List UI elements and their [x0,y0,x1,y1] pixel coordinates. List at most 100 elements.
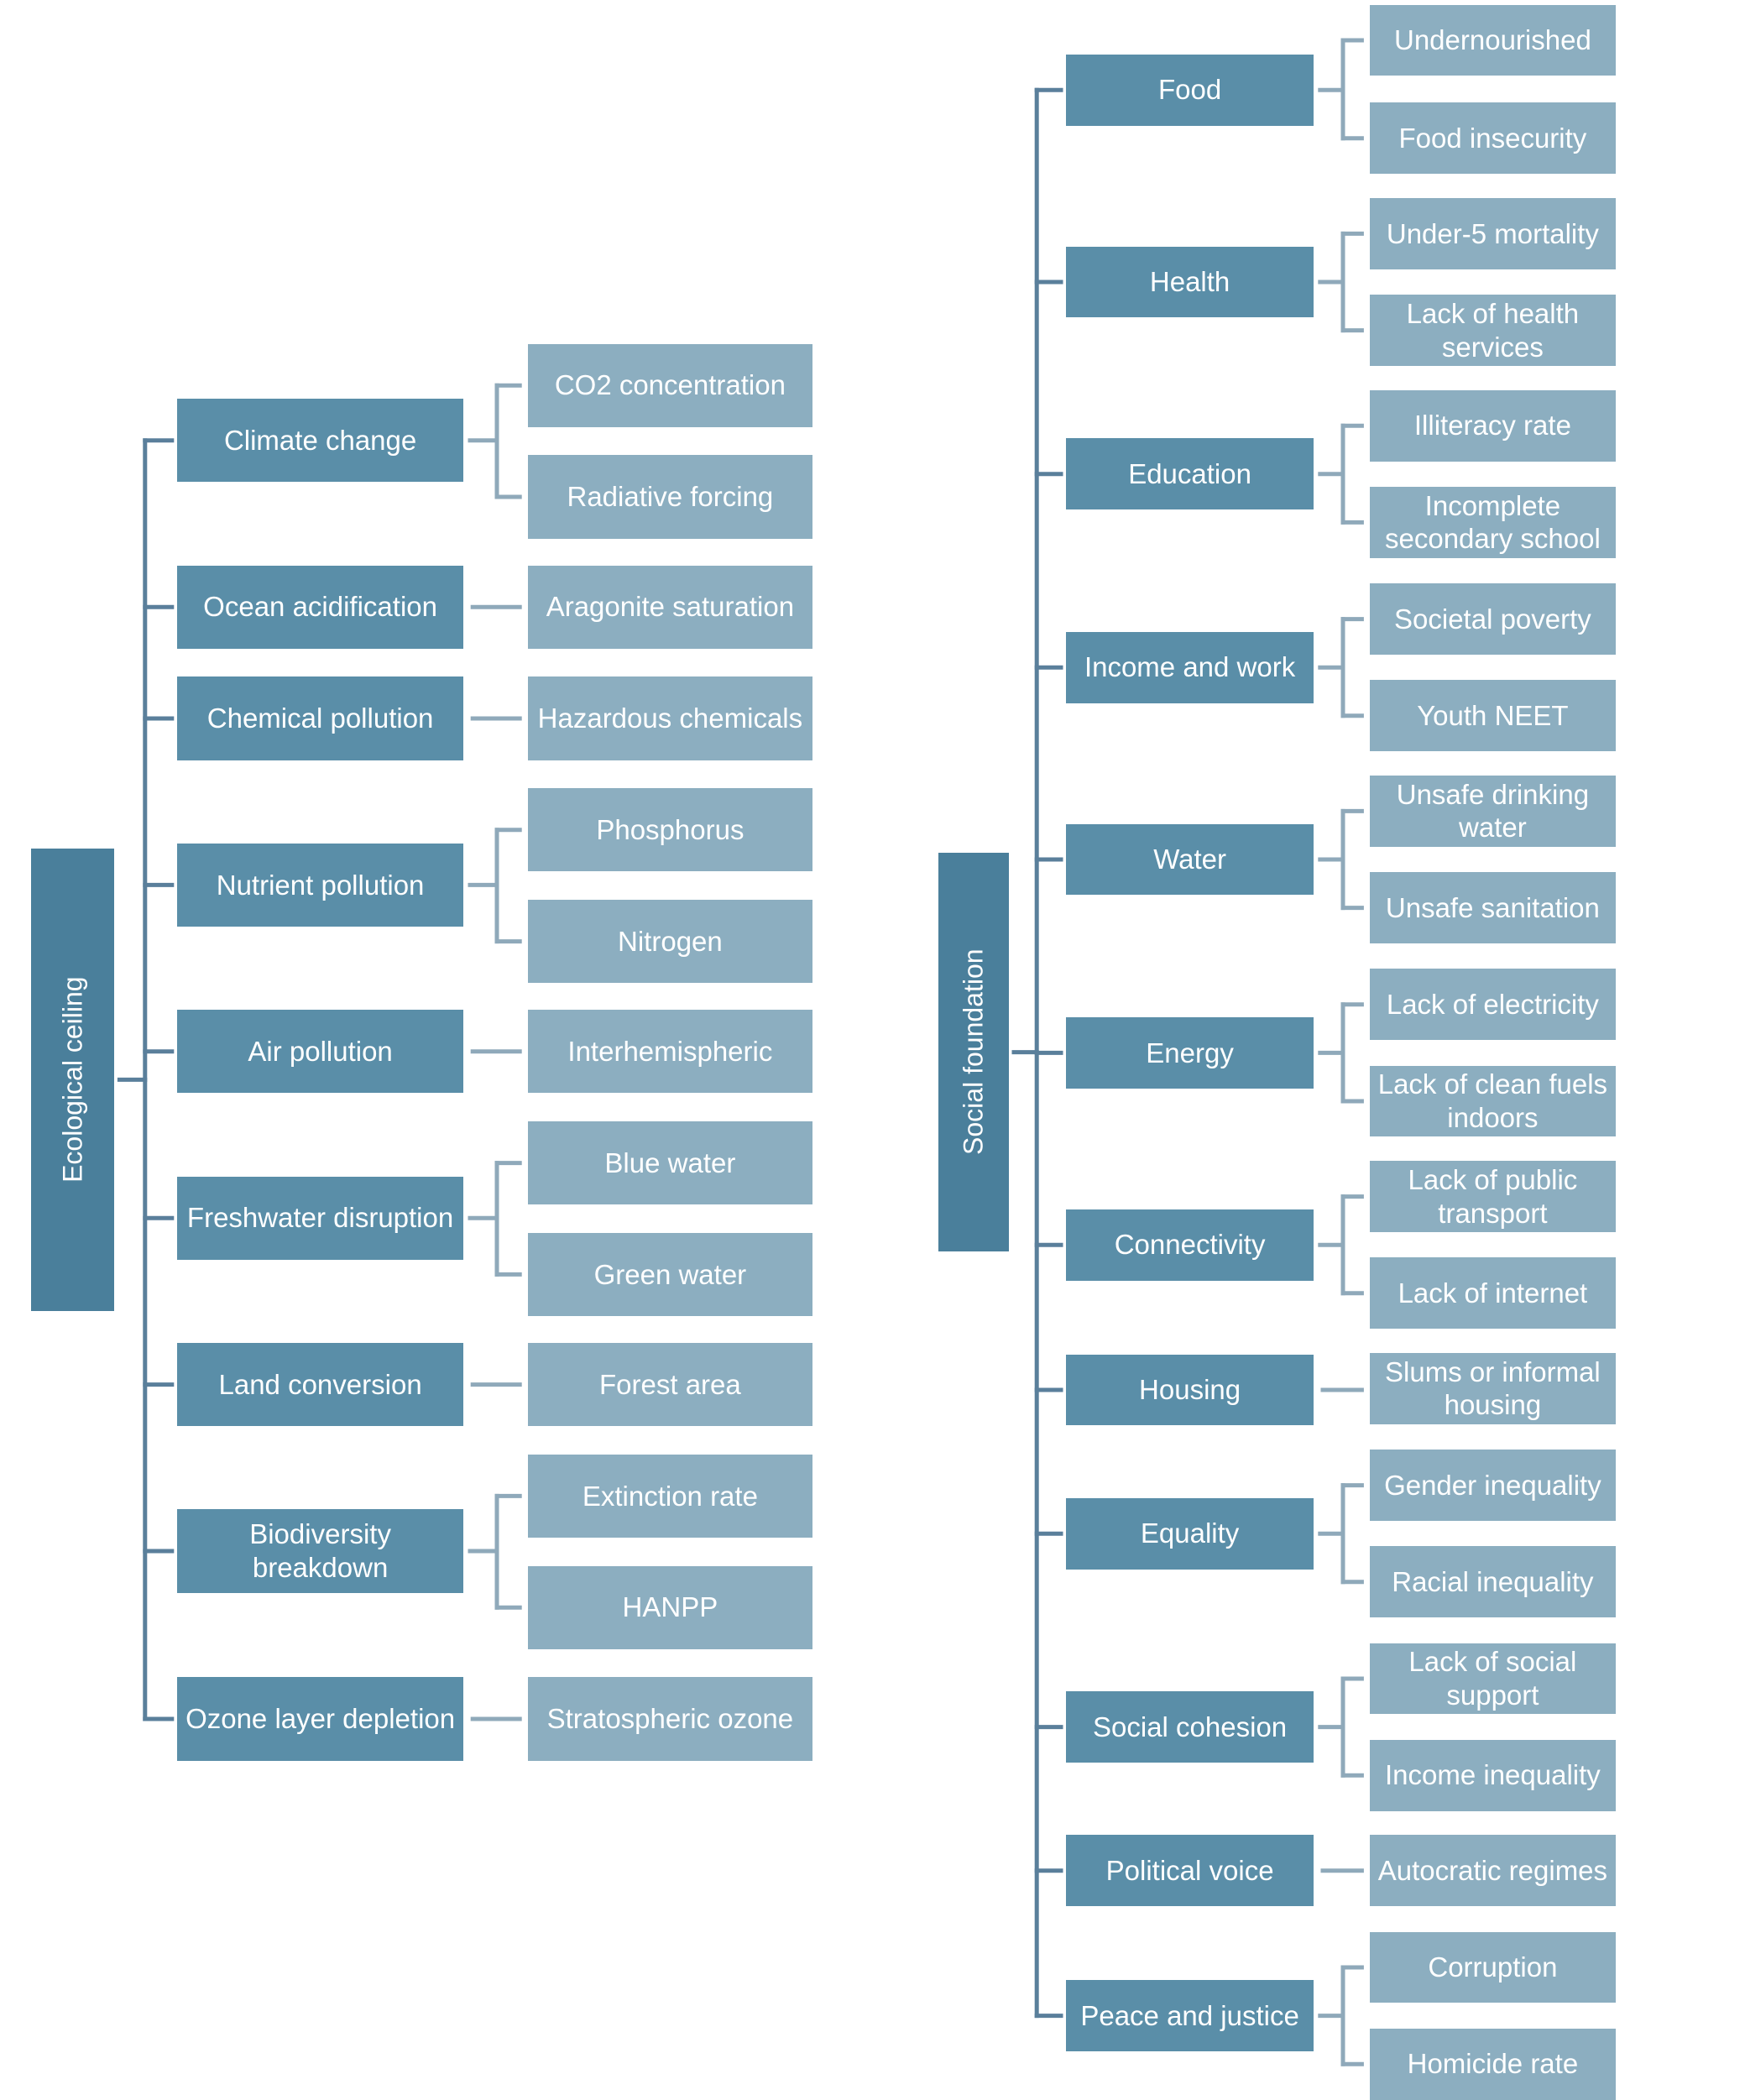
extinction-rate-indicator-box: Extinction rate [527,1454,812,1538]
racial-inequality-indicator-box: Racial inequality [1370,1546,1616,1618]
nitrogen-indicator-box: Nitrogen [527,900,812,984]
undernourished-indicator-box-label: Undernourished [1393,24,1591,56]
lack-of-health-services-indicator-box: Lack of health services [1370,295,1616,366]
connectivity-category-box-label: Connectivity [1114,1229,1266,1261]
ocean-acidification-category-box-label: Ocean acidification [203,591,437,623]
blue-water-indicator-box: Blue water [527,1121,812,1205]
chemical-pollution-category-box-label: Chemical pollution [206,703,434,734]
land-conversion-category-box-label: Land conversion [218,1368,422,1400]
housing-category-box: Housing [1066,1354,1314,1426]
aragonite-saturation-indicator-box: Aragonite saturation [527,565,812,649]
health-category-box-label: Health [1149,266,1230,298]
phosphorus-indicator-box-label: Phosphorus [596,813,744,845]
lack-of-social-support-indicator-box-label: Lack of social support [1408,1646,1577,1711]
income-and-work-category-box-label: Income and work [1084,651,1296,683]
illiteracy-rate-indicator-box-label: Illiteracy rate [1413,410,1571,441]
nitrogen-indicator-box-label: Nitrogen [618,925,723,957]
co2-concentration-indicator-box-label: CO2 concentration [554,369,786,401]
freshwater-disruption-category-box: Freshwater disruption [177,1176,463,1260]
unsafe-drinking-water-indicator-box: Unsafe drinking water [1370,776,1616,847]
incomplete-secondary-school-indicator-box-label: Incomplete secondary school [1384,489,1601,555]
lack-of-social-support-indicator-box: Lack of social support [1370,1643,1616,1715]
gender-inequality-indicator-box: Gender inequality [1370,1450,1616,1521]
radiative-forcing-indicator-box-label: Radiative forcing [567,481,774,513]
interhemispheric-indicator-box-label: Interhemispheric [567,1035,773,1067]
peace-and-justice-category-box: Peace and justice [1066,1980,1314,2051]
phosphorus-indicator-box: Phosphorus [527,788,812,872]
radiative-forcing-indicator-box: Radiative forcing [527,455,812,539]
autocratic-regimes-indicator-box: Autocratic regimes [1370,1835,1616,1907]
social-cohesion-category-box: Social cohesion [1066,1691,1314,1763]
political-voice-category-box-label: Political voice [1105,1854,1274,1886]
income-and-work-category-box: Income and work [1066,631,1314,703]
unsafe-sanitation-indicator-box-label: Unsafe sanitation [1385,891,1600,923]
social-foundation-root-box-label: Social foundation [958,948,989,1156]
hazardous-chemicals-indicator-box-label: Hazardous chemicals [537,703,803,734]
air-pollution-category-box: Air pollution [177,1010,463,1094]
social-foundation-root-box: Social foundation [938,853,1009,1252]
societal-poverty-indicator-box-label: Societal poverty [1394,603,1591,635]
equality-category-box-label: Equality [1140,1518,1240,1549]
slums-or-informal-housing-indicator-box: Slums or informal housing [1370,1353,1616,1424]
unsafe-sanitation-indicator-box: Unsafe sanitation [1370,872,1616,943]
illiteracy-rate-indicator-box: Illiteracy rate [1370,389,1616,462]
lack-of-public-transport-indicator-box-label: Lack of public transport [1408,1163,1578,1229]
energy-category-box-label: Energy [1146,1037,1234,1068]
undernourished-indicator-box: Undernourished [1370,4,1616,76]
ocean-acidification-category-box: Ocean acidification [177,565,463,649]
homicide-rate-indicator-box: Homicide rate [1370,2028,1616,2100]
autocratic-regimes-indicator-box-label: Autocratic regimes [1377,1854,1608,1886]
lack-of-health-services-indicator-box-label: Lack of health services [1406,297,1580,363]
climate-change-category-box: Climate change [177,399,463,483]
youth-neet-indicator-box: Youth NEET [1370,680,1616,752]
freshwater-disruption-category-box-label: Freshwater disruption [186,1202,454,1234]
education-category-box: Education [1066,438,1314,510]
hanpp-indicator-box-label: HANPP [622,1591,718,1623]
energy-category-box: Energy [1066,1017,1314,1089]
water-category-box: Water [1066,823,1314,896]
slums-or-informal-housing-indicator-box-label: Slums or informal housing [1385,1356,1601,1421]
societal-poverty-indicator-box: Societal poverty [1370,583,1616,655]
biodiversity-breakdown-category-box: Biodiversity breakdown [177,1509,463,1593]
lack-of-internet-indicator-box: Lack of internet [1370,1257,1616,1329]
food-category-box: Food [1066,54,1314,126]
hazardous-chemicals-indicator-box: Hazardous chemicals [527,676,812,760]
forest-area-indicator-box: Forest area [527,1343,812,1427]
air-pollution-category-box-label: Air pollution [248,1035,393,1067]
lack-of-electricity-indicator-box-label: Lack of electricity [1386,988,1599,1020]
ozone-layer-depletion-category-box-label: Ozone layer depletion [185,1703,456,1735]
homicide-rate-indicator-box-label: Homicide rate [1407,2048,1579,2080]
hanpp-indicator-box: HANPP [527,1565,812,1649]
youth-neet-indicator-box-label: Youth NEET [1417,699,1569,731]
peace-and-justice-category-box-label: Peace and justice [1080,1999,1299,2031]
corruption-indicator-box: Corruption [1370,1931,1616,2003]
biodiversity-breakdown-category-box-label: Biodiversity breakdown [249,1518,391,1583]
food-category-box-label: Food [1157,74,1222,106]
social-cohesion-category-box-label: Social cohesion [1093,1711,1288,1742]
housing-category-box-label: Housing [1139,1374,1241,1406]
stratospheric-ozone-indicator-box-label: Stratospheric ozone [546,1703,794,1735]
green-water-indicator-box-label: Green water [593,1258,747,1290]
ecological-ceiling-root-box: Ecological ceiling [30,849,114,1311]
stratospheric-ozone-indicator-box: Stratospheric ozone [527,1677,812,1761]
food-insecurity-indicator-box-label: Food insecurity [1398,122,1587,154]
under-5-mortality-indicator-box: Under-5 mortality [1370,198,1616,269]
green-water-indicator-box: Green water [527,1232,812,1316]
connectivity-category-box: Connectivity [1066,1209,1314,1281]
equality-category-box: Equality [1066,1497,1314,1570]
chemical-pollution-category-box: Chemical pollution [177,676,463,760]
unsafe-drinking-water-indicator-box-label: Unsafe drinking water [1396,778,1590,844]
lack-of-electricity-indicator-box: Lack of electricity [1370,969,1616,1041]
gender-inequality-indicator-box-label: Gender inequality [1384,1469,1601,1501]
ozone-layer-depletion-category-box: Ozone layer depletion [177,1677,463,1761]
aragonite-saturation-indicator-box-label: Aragonite saturation [546,591,795,623]
water-category-box-label: Water [1153,844,1226,875]
land-conversion-category-box: Land conversion [177,1343,463,1427]
nutrient-pollution-category-box: Nutrient pollution [177,843,463,927]
incomplete-secondary-school-indicator-box: Incomplete secondary school [1370,487,1616,558]
income-inequality-indicator-box: Income inequality [1370,1739,1616,1811]
blue-water-indicator-box-label: Blue water [604,1147,736,1178]
lack-of-internet-indicator-box-label: Lack of internet [1398,1277,1588,1309]
